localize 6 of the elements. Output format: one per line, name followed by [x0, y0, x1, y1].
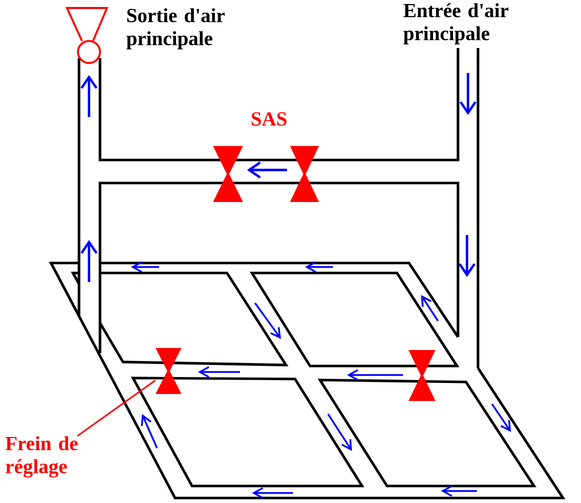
valve-symbol	[156, 348, 182, 394]
leader-line	[76, 380, 156, 437]
callout-text: Frein de réglage	[6, 436, 78, 478]
label: Entrée d'air principale	[403, 3, 508, 44]
label: SAS	[252, 112, 286, 126]
label: Sortie d'air principale	[126, 8, 225, 50]
